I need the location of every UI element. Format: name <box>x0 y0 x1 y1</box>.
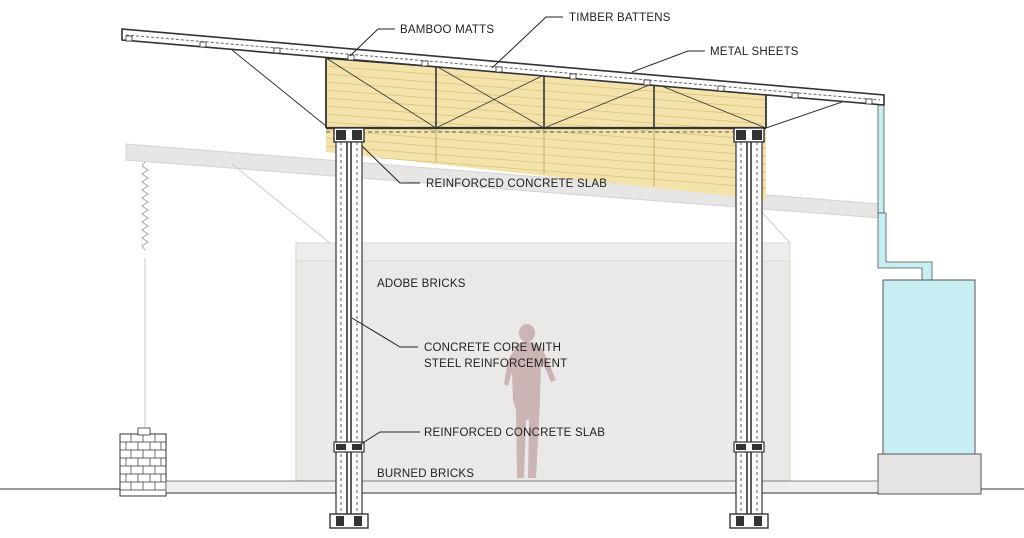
label-adobe-bricks: ADOBE BRICKS <box>377 278 466 290</box>
label-reinforced-concrete-slab-top: REINFORCED CONCRETE SLAB <box>426 178 607 190</box>
person-silhouette <box>504 324 556 478</box>
leader-slab-top <box>361 145 420 184</box>
leader-bamboo-matts <box>349 28 395 57</box>
label-reinforced-concrete-slab-bottom: REINFORCED CONCRETE SLAB <box>424 427 605 439</box>
left-column <box>329 127 369 529</box>
leader-concrete-core <box>351 317 418 348</box>
label-bamboo-matts: BAMBOO MATTS <box>400 24 494 36</box>
rain-chain <box>141 161 149 430</box>
adobe-wall <box>295 242 791 482</box>
label-metal-sheets: METAL SHEETS <box>710 46 799 58</box>
right-column <box>729 127 769 529</box>
label-burned-bricks: BURNED BRICKS <box>377 468 474 480</box>
label-concrete-core-line1: CONCRETE CORE WITH <box>424 342 561 354</box>
brick-pedestal <box>119 427 167 497</box>
metal-sheets <box>121 28 885 129</box>
water-tank <box>877 104 982 495</box>
leader-lines <box>349 16 705 447</box>
leader-metal-sheets <box>631 50 705 73</box>
labels: BAMBOO MATTS TIMBER BATTENS METAL SHEETS… <box>377 12 799 480</box>
label-timber-battens: TIMBER BATTENS <box>569 12 671 24</box>
leader-slab-bottom <box>357 431 420 447</box>
leader-timber-battens <box>491 16 563 69</box>
label-concrete-core-line2: STEEL REINFORCEMENT <box>424 358 567 370</box>
